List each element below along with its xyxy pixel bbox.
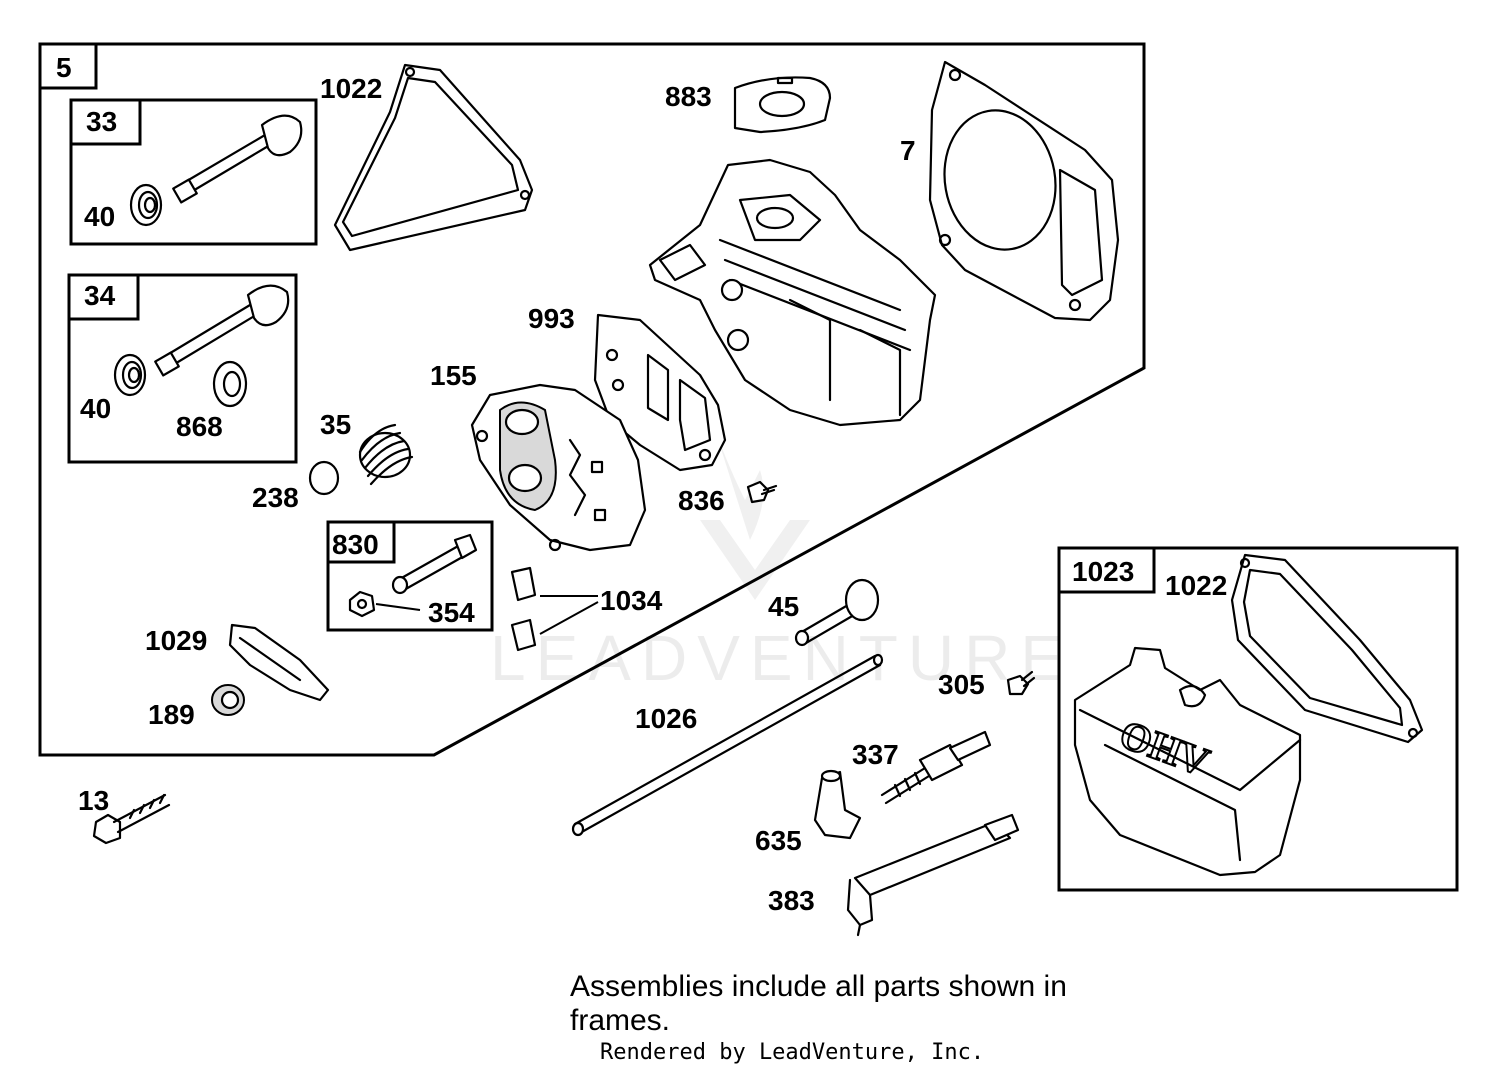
part-label-337: 337 [852,739,899,770]
frame-breather-kit-outline [326,520,494,632]
frame-valve-exhaust-outline [69,98,318,246]
rocker-nut-part[interactable] [211,684,245,716]
frame-valve-intake[interactable]: 34 40 868 [67,273,298,464]
frame-valve-exhaust-label: 33 [86,106,117,137]
part-label-189: 189 [148,699,195,730]
frame-breather-kit-tag [326,520,396,564]
frame-main-outline [38,42,1146,757]
push-rod-guide-part[interactable] [510,566,599,652]
render-credit: Rendered by LeadVenture, Inc. [600,1040,985,1065]
frame-main-label: 5 [56,52,72,83]
frame-valve-intake-label: 34 [84,280,116,311]
part-label-1022b: 1022 [1165,570,1227,601]
watermark-v-icon [700,520,810,600]
frame-cover-kit-label: 1023 [1072,556,1134,587]
valve-cover-part[interactable]: OHV [1073,646,1302,877]
frame-main-tag [38,42,98,90]
screw-836-part[interactable] [746,480,778,504]
part-label-354: 354 [428,597,475,628]
cylinder-head-gasket-part[interactable] [928,60,1120,322]
spark-plug-part[interactable] [880,730,992,805]
part-label-7: 7 [900,135,916,166]
part-label-868: 868 [176,411,223,442]
assembly-note: Assemblies include all parts shown in fr… [570,970,1067,1037]
valve-keeper-intake-part[interactable] [113,353,147,397]
part-label-305: 305 [938,669,985,700]
frame-main-assembly[interactable]: 5 [38,42,1146,757]
intake-gasket-part[interactable] [733,76,832,134]
valve-spring-part[interactable] [358,423,414,486]
frame-cover-kit[interactable]: 1023 1022 OHV [1057,546,1459,892]
cylinder-head-part[interactable] [648,158,937,427]
part-label-40a: 40 [84,201,115,232]
valve-exhaust-part[interactable] [172,114,303,204]
breather-tube-part[interactable] [846,813,1020,937]
watermark: LEADVENTURE [490,622,1073,694]
part-label-238: 238 [252,482,299,513]
frame-valve-intake-tag [67,273,140,321]
valve-keeper-part[interactable] [129,183,163,227]
rocker-plate-part[interactable] [470,383,647,552]
part-label-35: 35 [320,409,351,440]
part-label-383: 383 [768,885,815,916]
part-label-45: 45 [768,591,799,622]
part-label-40b: 40 [80,393,111,424]
frame-breather-kit[interactable]: 830 354 [326,520,494,632]
part-label-1029: 1029 [145,625,207,656]
tappet-part[interactable] [794,578,880,647]
nut-354-part[interactable] [348,590,376,618]
part-label-883: 883 [665,81,712,112]
frame-valve-intake-outline [67,273,298,464]
rocker-arm-part[interactable] [228,623,330,702]
part-label-1034: 1034 [600,585,663,616]
part-label-836: 836 [678,485,725,516]
rocker-stud-part[interactable] [391,533,478,595]
part-label-1022a: 1022 [320,73,382,104]
frame-cover-kit-outline [1057,546,1459,892]
frame-breather-kit-label: 830 [332,529,379,560]
spring-cap-part[interactable] [308,460,340,496]
cover-gasket-part[interactable] [1230,553,1424,744]
part-label-1026: 1026 [635,703,697,734]
part-label-13: 13 [78,785,109,816]
leader-354 [375,603,421,611]
push-rod-part[interactable] [571,653,884,837]
screw-305-part[interactable] [1006,670,1036,696]
frame-valve-exhaust[interactable]: 33 40 [69,98,318,246]
part-label-635: 635 [755,825,802,856]
head-bolt-part[interactable] [92,793,171,845]
elbow-fitting-part[interactable] [813,769,862,840]
valve-intake-part[interactable] [154,284,290,377]
part-label-155: 155 [430,360,477,391]
watermark-flame-icon [715,430,764,540]
part-label-993: 993 [528,303,575,334]
frame-valve-exhaust-tag [69,98,142,146]
frame-cover-kit-tag [1057,546,1156,594]
rocker-cover-gasket-part[interactable] [333,63,534,252]
valve-seal-part[interactable] [212,360,248,408]
rocker-gasket-part[interactable] [593,313,727,472]
